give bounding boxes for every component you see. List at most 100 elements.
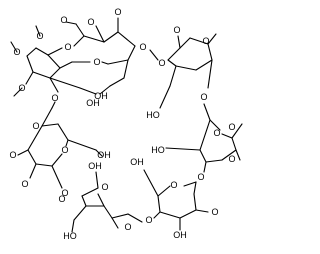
bond-line [167, 47, 181, 61]
bond-line [123, 59, 129, 79]
bond-line [127, 45, 136, 61]
methoxy-oxygen-label: O [13, 47, 20, 57]
bond-line [235, 149, 241, 161]
bond-line [207, 43, 213, 61]
hydroxyl-label: OH [173, 230, 187, 240]
ring-oxygen-label: O [170, 180, 177, 190]
methoxy-oxygen-label: O [173, 25, 180, 35]
bond-line [101, 61, 109, 65]
bond-line [203, 161, 207, 173]
glycosidic-oxygen-label: O [200, 92, 207, 102]
bond-line [99, 85, 111, 95]
methoxy-oxygen-label: O [21, 179, 28, 189]
bond-line [51, 165, 63, 189]
bond-line [111, 217, 119, 229]
bond-line [167, 59, 177, 67]
hydroxyl-label: HO [146, 110, 160, 120]
bond-line [95, 171, 99, 189]
methoxy-oxygen-label: O [228, 122, 235, 132]
methoxy-oxygen-label: O [114, 7, 121, 17]
ring-oxygen-label: O [61, 145, 68, 155]
bond-line [47, 47, 63, 56]
bond-line [195, 209, 209, 213]
methoxy-oxygen-label: O [9, 150, 16, 160]
bond-line [199, 119, 211, 151]
methoxy-oxygen-label: O [202, 36, 209, 46]
bond-line [57, 123, 69, 141]
bond-line [51, 153, 63, 167]
glycosidic-oxygen-label: O [139, 42, 146, 52]
bond-line [159, 211, 181, 219]
glycosidic-oxygen-label: O [32, 121, 39, 131]
bond-line [205, 159, 223, 163]
bond-line [71, 219, 75, 233]
methoxy-oxygen-label: O [60, 15, 67, 25]
bond-line [81, 187, 99, 197]
bond-line [189, 37, 209, 45]
bond-line [157, 185, 171, 197]
bond-line [27, 149, 37, 165]
bond-line [193, 193, 197, 211]
bond-line [41, 123, 59, 127]
bond-line [103, 205, 113, 219]
bond-line [97, 193, 105, 207]
hydroxyl-label: OH [88, 161, 102, 171]
bond-line [207, 33, 217, 45]
methoxy-oxygen-label: O [87, 17, 94, 27]
ring-oxygen-label: O [158, 58, 165, 68]
bond-line [153, 211, 161, 219]
bond-lines [10, 17, 243, 233]
bond-line [157, 195, 161, 213]
methoxy-oxygen-label: O [36, 31, 43, 41]
bond-line [49, 67, 61, 79]
bond-line [81, 195, 87, 207]
bond-line [175, 65, 197, 71]
glycosidic-oxygen-label: O [58, 194, 65, 204]
bond-line [117, 31, 136, 47]
bond-line [73, 35, 85, 47]
ring-oxygen-label: O [61, 188, 68, 198]
ring-oxygen-label: O [93, 57, 100, 67]
bond-line [59, 61, 73, 69]
bond-line [35, 47, 49, 56]
bond-line [199, 149, 207, 163]
bond-line [95, 149, 103, 157]
bond-line [231, 123, 243, 139]
bond-line [193, 181, 197, 195]
hydroxyl-label: OH [86, 98, 100, 108]
methoxy-oxygen-label: O [211, 207, 218, 217]
bond-line [103, 31, 119, 43]
glycosidic-oxygen-label: O [197, 172, 204, 182]
bond-line [111, 213, 129, 219]
methoxy-oxygen-label: O [228, 154, 235, 164]
bond-line [79, 87, 97, 95]
ring-oxygen-label: O [101, 182, 108, 192]
bond-line [17, 149, 29, 156]
ring-oxygen-label: O [64, 42, 71, 52]
bond-line [35, 163, 53, 167]
bond-line [221, 133, 233, 139]
bond-line [209, 119, 221, 131]
bond-line [35, 25, 41, 37]
bond-line [26, 47, 37, 57]
glycosidic-oxygen-label: O [145, 215, 152, 225]
bond-line [32, 71, 51, 79]
bond-line [159, 85, 171, 109]
methoxy-oxygen-label: O [124, 222, 131, 232]
bond-line [109, 77, 125, 87]
bond-line [195, 59, 213, 71]
bond-line [179, 209, 197, 219]
bond-line [107, 59, 129, 65]
bond-line [127, 213, 143, 223]
bond-line [143, 169, 159, 197]
methoxy-oxygen-label: O [18, 83, 25, 93]
bond-line [207, 59, 213, 89]
hydroxyl-label: HO [63, 231, 77, 241]
bond-line [221, 149, 237, 161]
hydroxyl-label: OH [94, 91, 108, 101]
bond-line [65, 139, 69, 147]
bond-line [49, 77, 81, 89]
hydroxyl-label: OH [97, 150, 111, 160]
